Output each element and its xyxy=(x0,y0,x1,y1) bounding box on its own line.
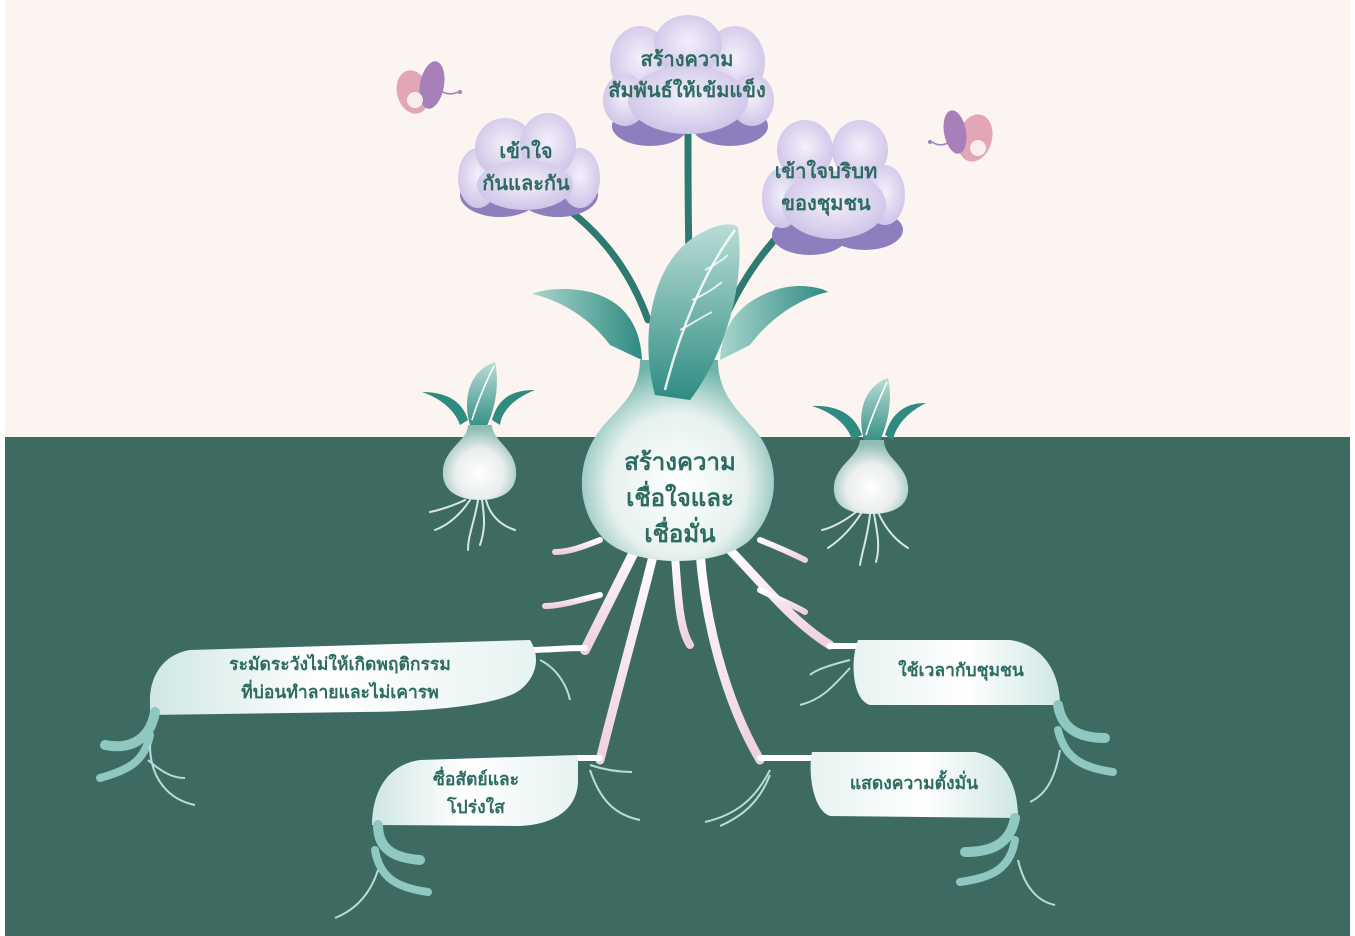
center-line2: เชื่อใจและ xyxy=(626,480,734,512)
flower-1-line2: กันและกัน xyxy=(482,171,570,195)
flower-2-line2: สัมพันธ์ให้เข้มแข็ง xyxy=(608,77,765,102)
flower-3-line2: ของชุมชน xyxy=(781,191,871,216)
center-line3: เชื่อมั่น xyxy=(644,516,716,548)
frame-edge-left xyxy=(0,0,5,936)
center-line1: สร้างความ xyxy=(624,448,736,476)
root-1-line1: ระมัดระวังไม่ให้เกิดพฤติกรรม xyxy=(229,653,451,675)
root-1-line2: ที่บ่อนทำลายและไม่เคารพ xyxy=(241,679,438,703)
flower-3-line1: เข้าใจบริบท xyxy=(775,159,878,183)
flower-1-line1: เข้าใจ xyxy=(499,139,552,163)
flower-center: สร้างความ สัมพันธ์ให้เข้มแข็ง xyxy=(603,15,774,146)
frame-edge-right xyxy=(1350,0,1355,936)
root-3-line1: ใช้เวลากับชุมชน xyxy=(898,659,1024,681)
root-2-line2: โปร่งใส xyxy=(446,796,505,818)
flower-2-line1: สร้างความ xyxy=(641,47,734,71)
root-2-line1: ซื่อสัตย์และ xyxy=(433,766,519,790)
root-4-line1: แสดงความตั้งมั่น xyxy=(850,770,978,794)
